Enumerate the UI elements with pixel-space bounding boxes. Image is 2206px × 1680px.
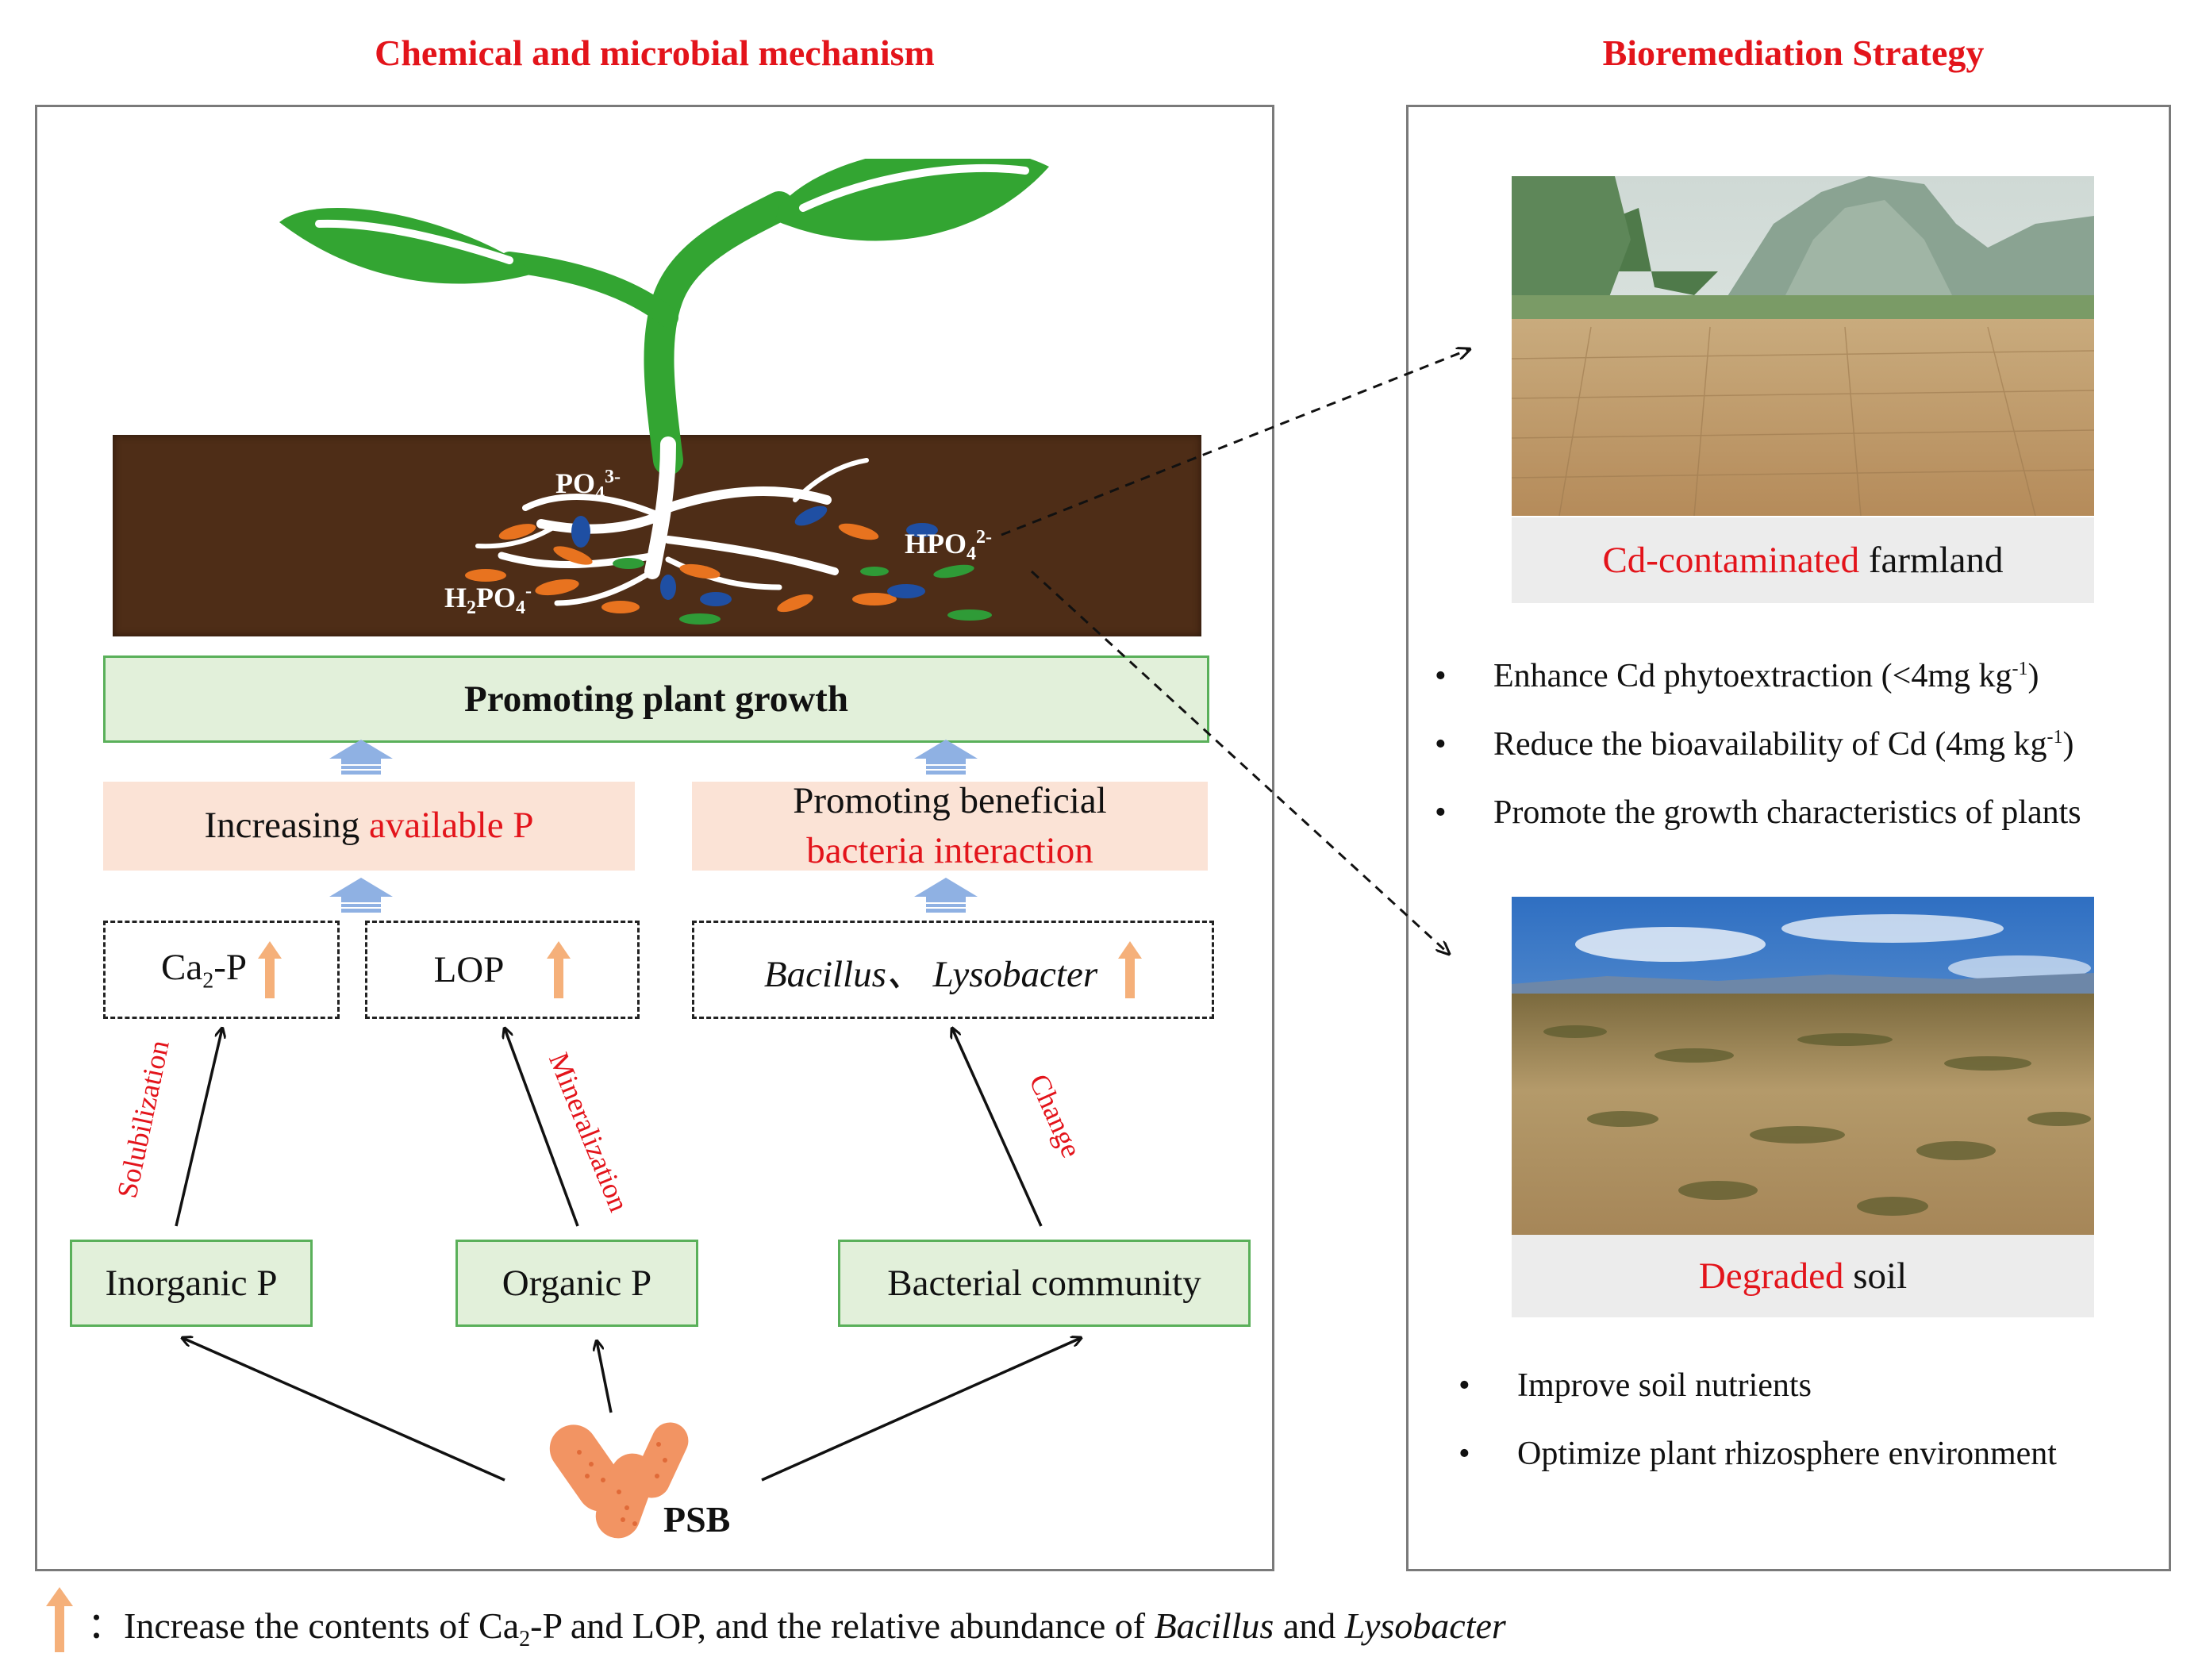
up-arrow-icon <box>1118 941 1143 998</box>
ion-hpo4: HPO42- <box>905 527 992 565</box>
bacillus-lysobacter-box: Bacillus、 Lysobacter <box>692 921 1214 1019</box>
farm-bullet-1: •Enhance Cd phytoextraction (<4mg kg-1) <box>1435 658 2039 694</box>
left-header: Chemical and microbial mechanism <box>375 33 935 73</box>
farm-bullet-2: •Reduce the bioavailability of Cd (4mg k… <box>1435 726 2074 763</box>
farmland-caption: Cd-contaminated farmland <box>1512 517 2094 603</box>
psb-label: PSB <box>663 1499 731 1540</box>
degraded-caption: Degraded soil <box>1512 1235 2094 1317</box>
degraded-soil-photo-icon <box>1512 897 2094 1235</box>
soil-bullet-1: •Improve soil nutrients <box>1458 1367 1812 1404</box>
ion-h2po4: H2PO4- <box>444 581 532 619</box>
farm-bullet-3: •Promote the growth characteristics of p… <box>1435 794 2081 831</box>
seedling-icon <box>279 159 1049 625</box>
up-arrow-icon <box>258 941 282 998</box>
available-p-box: Increasing available P <box>103 782 635 871</box>
promoting-growth-box: Promoting plant growth <box>103 655 1209 743</box>
up-arrow-icon <box>46 1587 73 1652</box>
bacteria-icon <box>549 1422 689 1539</box>
organic-p-box: Organic P <box>455 1240 698 1327</box>
ca2p-box: Ca2-P <box>103 921 340 1019</box>
lop-box: LOP <box>365 921 640 1019</box>
soil-bullet-2: •Optimize plant rhizosphere environment <box>1458 1436 2057 1472</box>
bacteria-interaction-box: Promoting beneficial bacteria interactio… <box>692 780 1208 871</box>
bacterial-community-box: Bacterial community <box>838 1240 1251 1327</box>
footer-legend: ：Increase the contents of Ca2-P and LOP,… <box>87 1605 1506 1652</box>
farmland-photo-icon <box>1512 176 2094 516</box>
right-header: Bioremediation Strategy <box>1602 33 1985 73</box>
ion-po4: PO43- <box>555 467 621 505</box>
up-arrow-icon <box>547 941 571 998</box>
inorganic-p-box: Inorganic P <box>70 1240 313 1327</box>
